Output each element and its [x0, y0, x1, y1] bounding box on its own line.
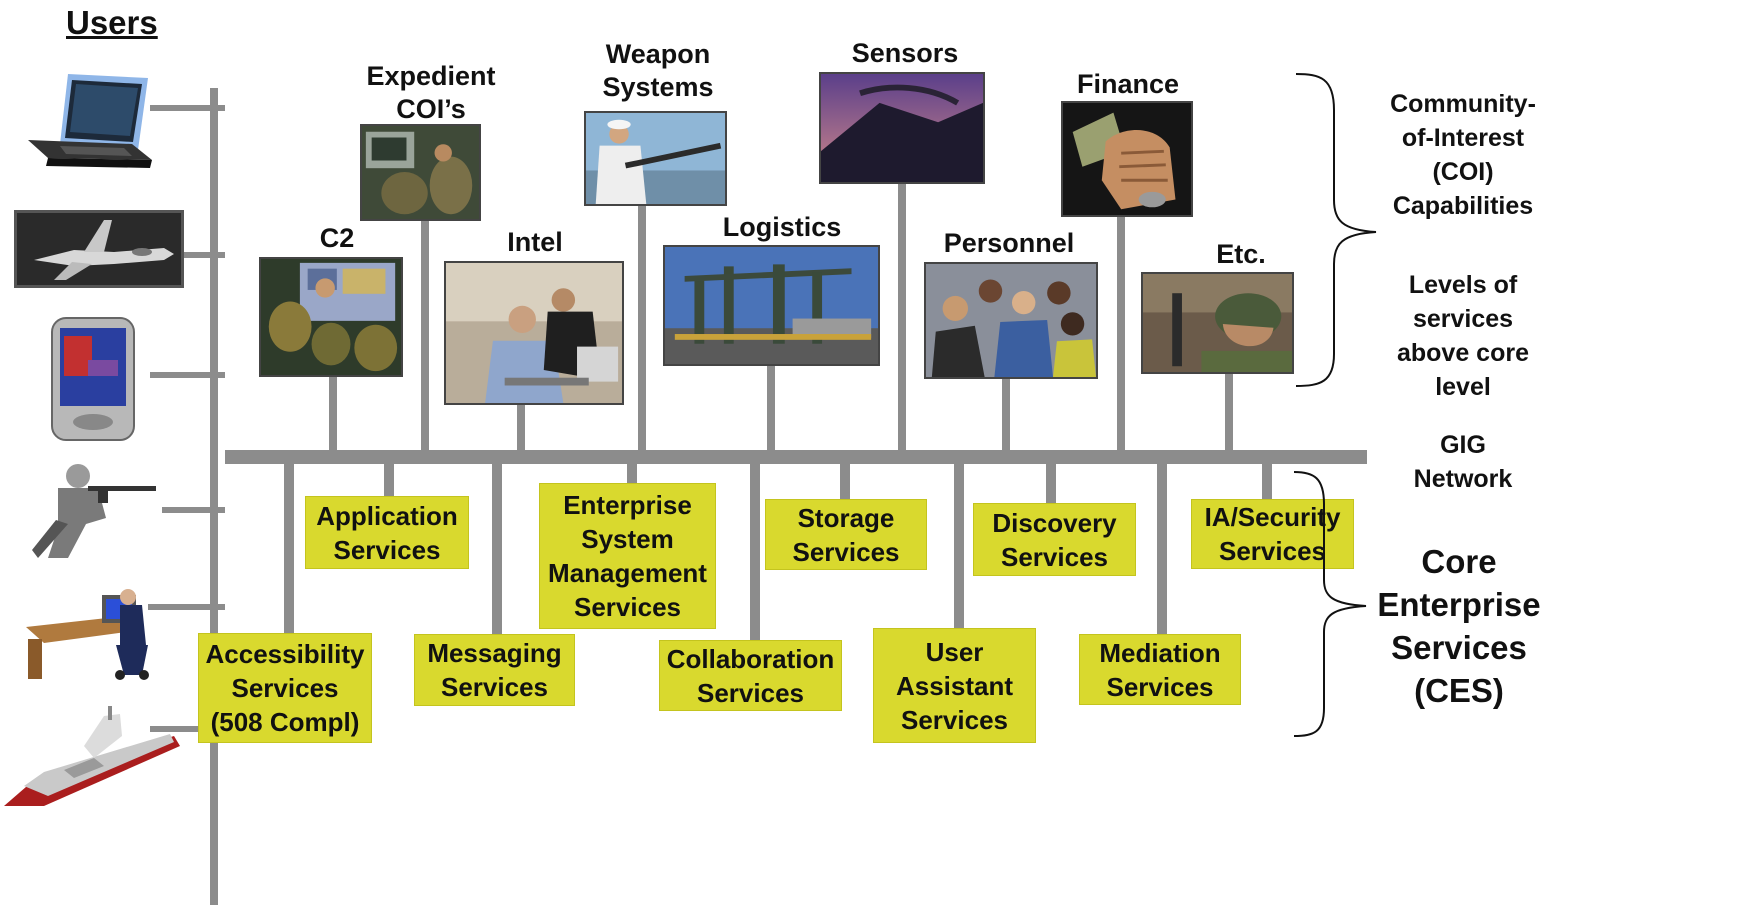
service-connector — [384, 462, 394, 500]
user-assistant-services-box: User Assistant Services — [873, 628, 1036, 743]
levels-of-services-label: Levels of services above core level — [1396, 271, 1529, 401]
service-connector — [954, 462, 964, 630]
service-connector — [284, 462, 294, 636]
port-cranes-photo — [663, 245, 880, 366]
desk-workstation-icon — [24, 575, 154, 685]
service-connector — [750, 462, 760, 642]
messaging-services-box: Messaging Services — [414, 634, 575, 706]
team-meeting-photo — [924, 262, 1098, 379]
user-stub — [148, 604, 225, 610]
users-bus-line — [210, 88, 218, 905]
user-stub — [150, 372, 225, 378]
radar-photo — [819, 72, 985, 184]
accessibility-services-box: Accessibility Services (508 Compl) — [198, 633, 372, 743]
user-stub — [150, 105, 225, 111]
service-connector — [1046, 462, 1056, 504]
soldier-icon — [28, 458, 158, 568]
warship-icon — [4, 706, 180, 810]
coi-connector — [1225, 374, 1233, 452]
coi-connector — [329, 376, 337, 452]
ces-brace — [1293, 471, 1367, 737]
coi-label-etc: Etc. — [1216, 239, 1266, 269]
coi-label-personnel: Personnel — [943, 228, 1075, 258]
user-stub — [180, 252, 225, 258]
mediation-services-box: Mediation Services — [1079, 634, 1241, 705]
service-connector — [840, 462, 850, 502]
coi-connector — [1117, 217, 1125, 452]
coi-connector — [767, 366, 775, 452]
money-fist-photo — [1061, 101, 1193, 217]
users-heading: Users — [66, 4, 158, 41]
ces-label: Core Enterprise Services (CES) — [1377, 543, 1541, 709]
field-operators-photo — [360, 124, 481, 221]
user-stub — [162, 507, 225, 513]
coi-label-c2: C2 — [319, 223, 355, 253]
application-services-box: Application Services — [305, 496, 469, 569]
coi-connector — [638, 205, 646, 452]
user-stub — [150, 726, 225, 732]
coi-capabilities-label: Community- of-Interest (COI) Capabilitie… — [1390, 90, 1536, 220]
ia-security-services-box: IA/Security Services — [1191, 499, 1354, 569]
collaboration-services-box: Collaboration Services — [659, 640, 842, 711]
command-center-photo — [259, 257, 403, 377]
storage-services-box: Storage Services — [765, 499, 927, 570]
pda-icon — [50, 316, 136, 442]
service-connector — [627, 462, 637, 484]
coi-label-expedient: Expedient COI’s — [366, 61, 496, 124]
service-connector — [492, 462, 502, 636]
enterprise-system-management-box: Enterprise System Management Services — [539, 483, 716, 629]
coi-brace — [1295, 73, 1377, 387]
discovery-services-box: Discovery Services — [973, 503, 1136, 576]
gig-network-label: GIG Network — [1413, 431, 1513, 493]
coi-label-intel: Intel — [507, 227, 563, 257]
laptop-icon — [20, 72, 160, 172]
gig-network-bus — [225, 450, 1367, 464]
coi-label-weapon: Weapon Systems — [602, 39, 714, 102]
coi-label-logistics: Logistics — [722, 212, 842, 242]
analysts-photo — [444, 261, 624, 405]
gunner-photo — [584, 111, 727, 206]
coi-connector — [898, 184, 906, 452]
soldier-helmet-photo — [1141, 272, 1294, 374]
coi-label-sensors: Sensors — [851, 38, 959, 68]
fighter-jet-icon — [14, 210, 184, 288]
coi-label-finance: Finance — [1076, 69, 1180, 99]
coi-connector — [421, 220, 429, 452]
coi-connector — [517, 404, 525, 452]
service-connector — [1157, 462, 1167, 636]
service-connector — [1262, 462, 1272, 500]
coi-connector — [1002, 378, 1010, 452]
